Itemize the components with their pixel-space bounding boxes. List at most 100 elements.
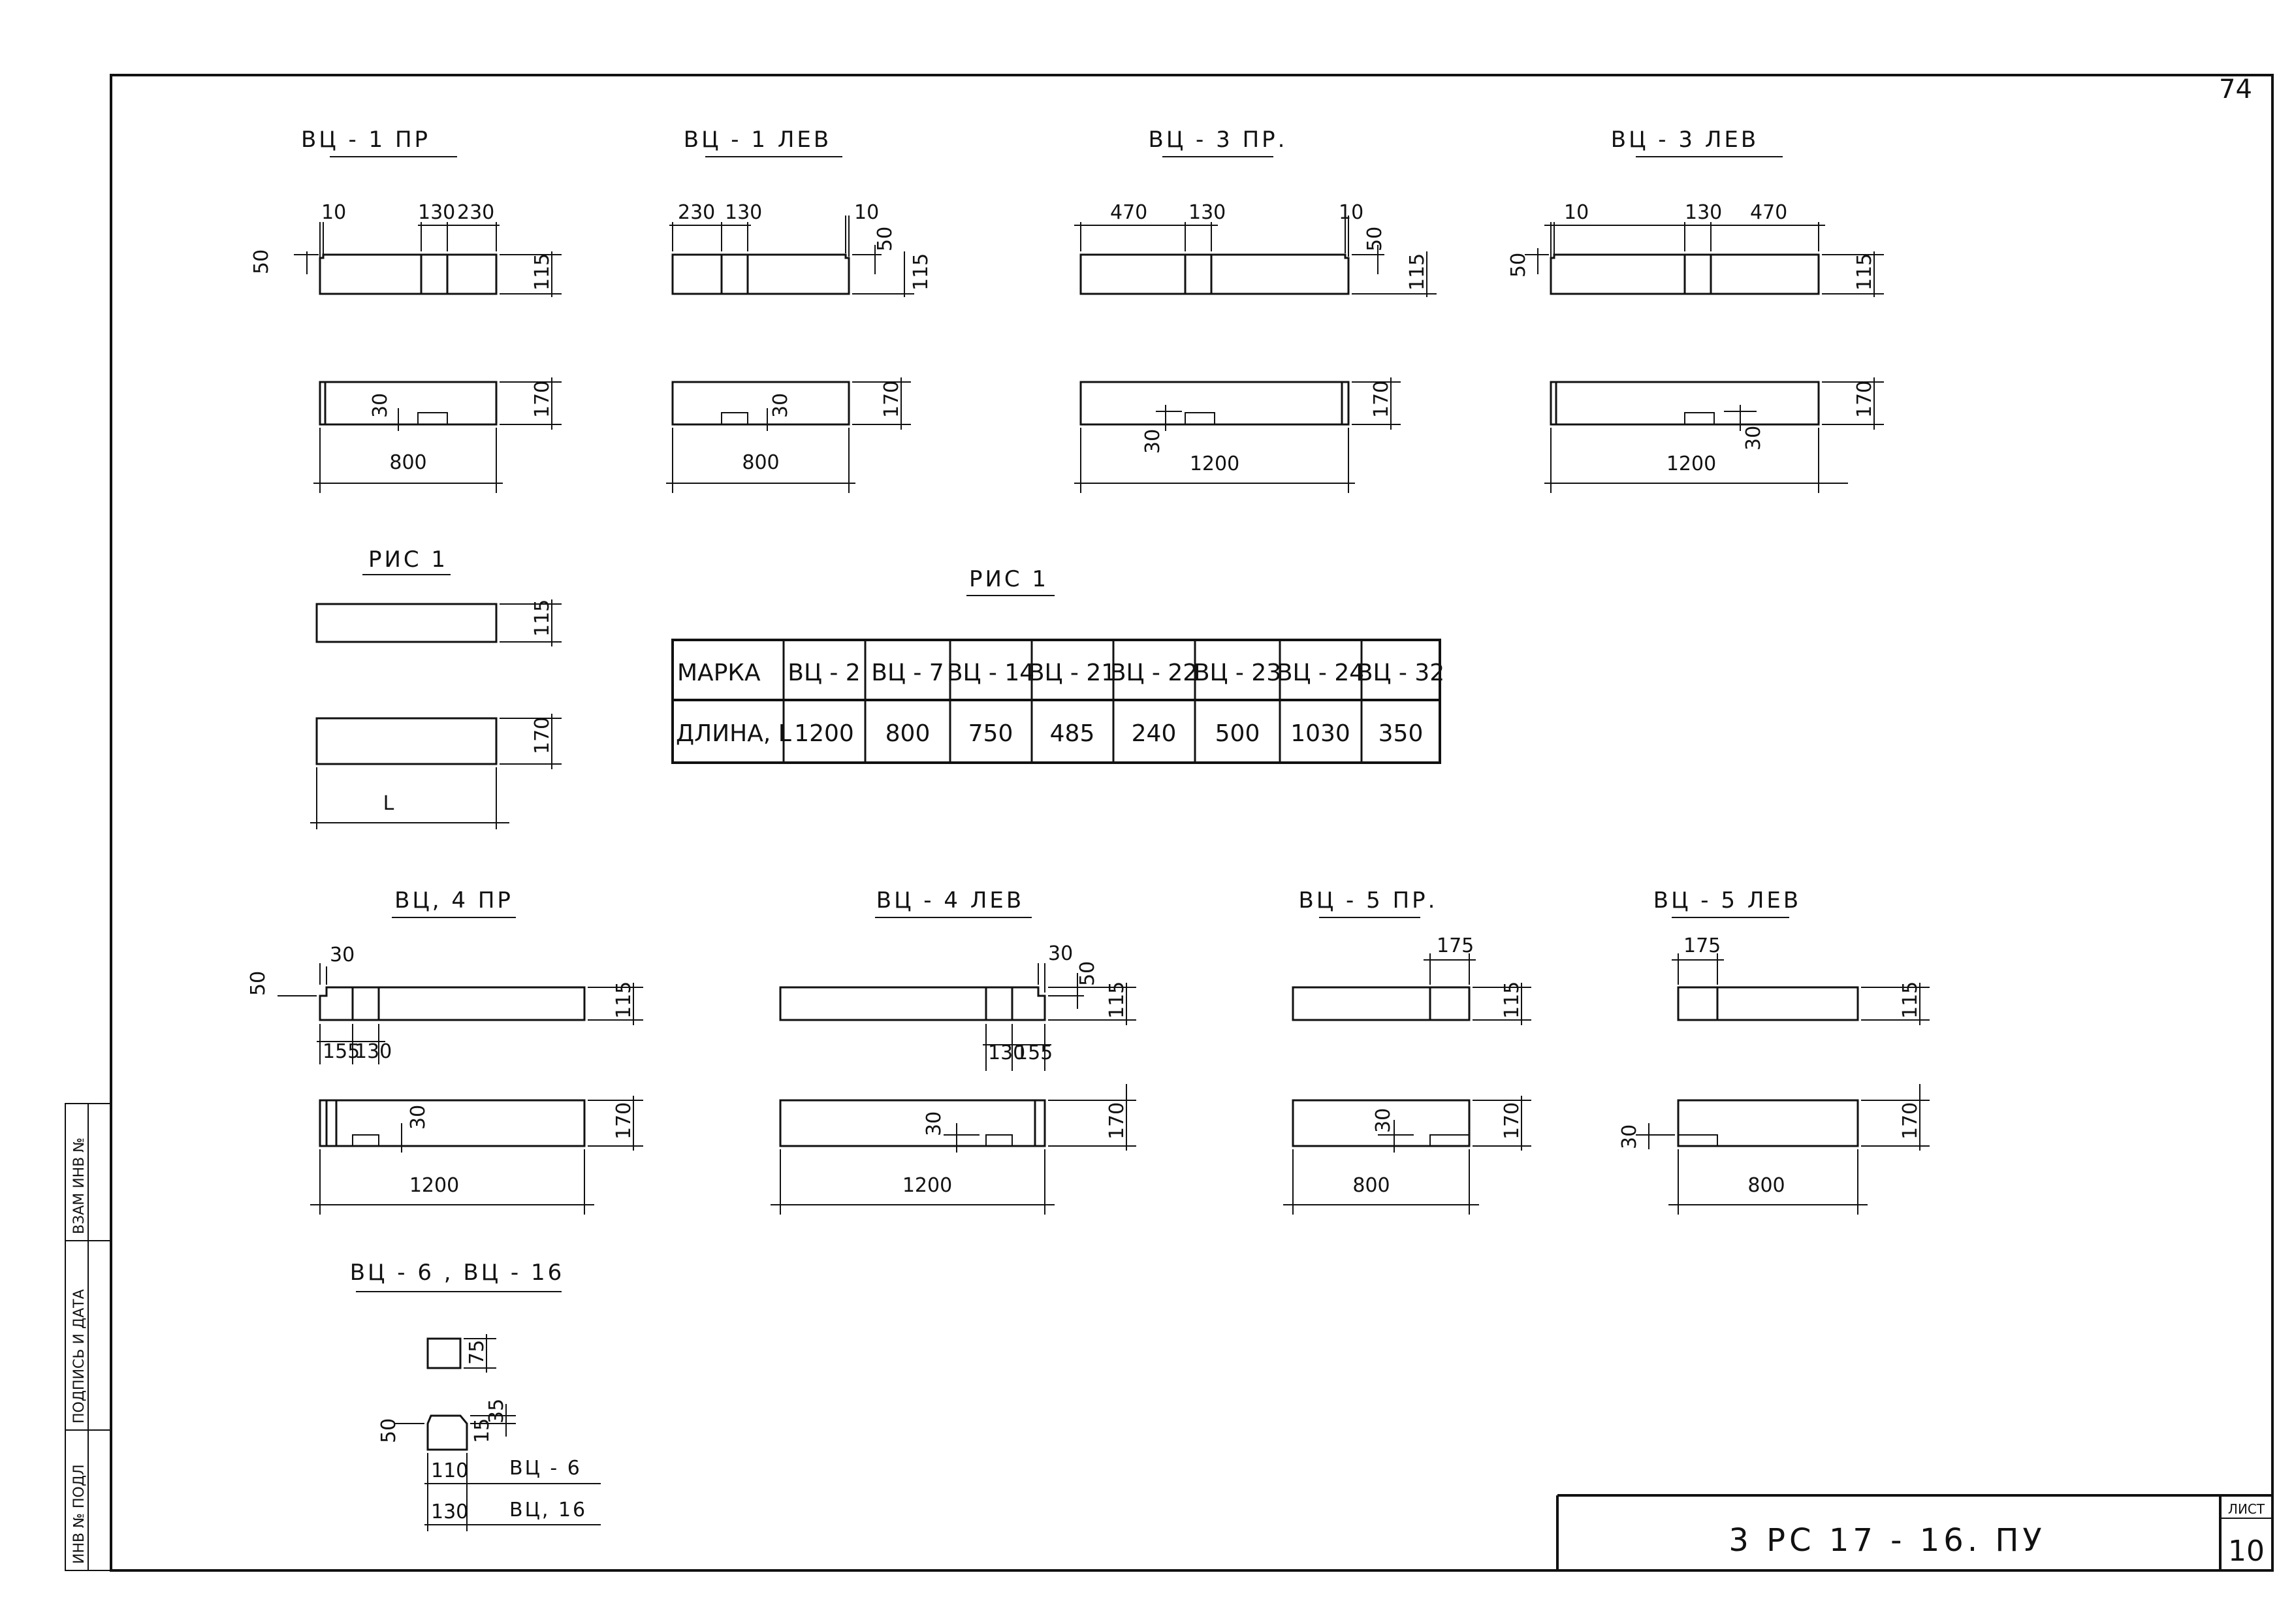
length-cell: 800 (885, 720, 931, 747)
elevation-outline (315, 603, 498, 643)
dim-width: 170 (1501, 1102, 1523, 1139)
dim-depth: 50 (377, 1418, 400, 1443)
dim-depth: 50 (874, 227, 897, 251)
part-vc3-lev: ВЦ - 3 ЛЕВ 10 130 470 50 115 30 170 12 (1507, 127, 1884, 493)
dim-a: 155 (323, 1040, 360, 1063)
dim-width: 170 (1370, 381, 1393, 418)
dim-cut: 30 (1141, 429, 1164, 454)
dim-height: 115 (531, 253, 554, 291)
dim-cut: 30 (769, 393, 792, 418)
dim-notch: 10 (854, 201, 879, 224)
dim-length: L (383, 792, 394, 815)
label-vc6: ВЦ - 6 (509, 1457, 582, 1480)
stamp-signature-date: ПОДПИСЬ И ДАТА (71, 1289, 88, 1424)
dim-width: 170 (1106, 1102, 1128, 1139)
plan-outline (319, 381, 498, 426)
plan-outline (671, 381, 850, 426)
dim-length: 800 (1352, 1174, 1390, 1197)
dim-b: 230 (457, 201, 494, 224)
part-title: ВЦ, 4 ПР (394, 887, 513, 914)
dim-b: 470 (1750, 201, 1787, 224)
table-caption: РИС 1 (969, 566, 1049, 592)
dim-b: 155 (1015, 1042, 1053, 1064)
elevation-outline (319, 253, 498, 295)
part-vc1-lev: ВЦ - 1 ЛЕВ 230 130 10 50 115 30 170 800 (666, 127, 932, 493)
stamp-inv-orig: ИНВ № ПОДЛ (71, 1464, 88, 1564)
row-header-length: ДЛИНА, L (676, 720, 791, 747)
dim-length: 1200 (902, 1174, 952, 1197)
dim-a: 175 (1437, 934, 1474, 957)
section-square (426, 1337, 462, 1369)
elevation-outline (1292, 986, 1471, 1021)
dim-notch: 30 (1048, 942, 1073, 965)
part-vc4-lev: ВЦ - 4 ЛЕВ 30 50 130 155 115 30 170 12 (771, 887, 1136, 1215)
length-cell: 750 (968, 720, 1013, 747)
part-vc6-vc16: ВЦ - 6 , ВЦ - 16 75 50 15 35 110 130 ВЦ … (350, 1260, 601, 1531)
plan-outline (319, 1099, 586, 1147)
mark-cell: ВЦ - 21 (1028, 660, 1116, 686)
part-vc1-pr: ВЦ - 1 ПР 10 130 230 50 115 30 170 (250, 127, 562, 493)
dim-depth: 50 (250, 249, 273, 274)
dim-length: 1200 (1666, 453, 1716, 475)
dim-cut: 30 (1372, 1108, 1395, 1133)
part-title: ВЦ - 5 ЛЕВ (1653, 887, 1801, 914)
length-cell: 240 (1132, 720, 1177, 747)
dim-b: 130 (1188, 201, 1226, 224)
part-title: ВЦ - 5 ПР. (1299, 887, 1438, 914)
plan-outline (1677, 1099, 1859, 1147)
dim-35: 35 (485, 1399, 508, 1424)
length-cell: 1200 (794, 720, 854, 747)
dim-notch: 10 (321, 201, 346, 224)
dim-height: 115 (531, 599, 554, 637)
dim-a: 230 (678, 201, 715, 224)
dim-cut: 30 (369, 393, 392, 418)
part-vc4-pr: ВЦ, 4 ПР 30 50 155 130 115 30 170 1200 (247, 887, 643, 1215)
dim-width: 170 (1853, 381, 1876, 418)
length-cell: 1030 (1290, 720, 1350, 747)
elevation-outline (1079, 253, 1350, 295)
page-number: 74 (2219, 74, 2252, 104)
dim-130: 130 (431, 1501, 468, 1523)
dim-length: 1200 (409, 1174, 459, 1197)
dim-depth: 50 (247, 971, 270, 996)
length-cell: 350 (1378, 720, 1424, 747)
side-stamp: ИНВ № ПОДЛ ПОДПИСЬ И ДАТА ВЗАМ ИНВ № (65, 1103, 112, 1571)
mark-cell: ВЦ - 23 (1194, 660, 1281, 686)
row-header-mark: МАРКА (677, 660, 761, 686)
part-title: ВЦ - 1 ПР (301, 127, 430, 153)
dim-a: 130 (418, 201, 455, 224)
part-title: ВЦ - 6 , ВЦ - 16 (350, 1260, 565, 1286)
dim-depth: 50 (1076, 961, 1099, 986)
dim-110: 110 (431, 1459, 468, 1482)
dim-width: 170 (880, 381, 903, 418)
sheet-label: ЛИСТ (2228, 1501, 2265, 1517)
stamp-inv-replace: ВЗАМ ИНВ № (71, 1138, 88, 1234)
part-title: ВЦ - 4 ЛЕВ (876, 887, 1024, 914)
dim-width: 170 (613, 1102, 635, 1139)
dim-height: 115 (1853, 253, 1876, 291)
sheet-frame (110, 74, 2274, 1572)
figure-ris1: РИС 1 115 170 L (310, 547, 562, 829)
part-vc5-lev: ВЦ - 5 ЛЕВ 175 115 30 170 800 (1618, 887, 1930, 1215)
dim-height: 115 (1406, 253, 1429, 291)
mark-cell: ВЦ - 7 (871, 660, 944, 686)
mark-cell: ВЦ - 2 (788, 660, 860, 686)
dim-length: 800 (1747, 1174, 1785, 1197)
elevation-outline (1550, 253, 1820, 295)
dim-height: 115 (910, 253, 932, 291)
dim-cut: 30 (1742, 426, 1765, 451)
length-cell: 500 (1215, 720, 1260, 747)
dim-b: 130 (725, 201, 762, 224)
figure-title: РИС 1 (368, 547, 448, 573)
dim-a: 130 (988, 1042, 1025, 1064)
dim-a: 130 (1685, 201, 1722, 224)
dim-a: 175 (1683, 934, 1721, 957)
dim-b: 130 (355, 1040, 392, 1063)
dim-length: 1200 (1190, 453, 1239, 475)
length-cell: 485 (1050, 720, 1095, 747)
dim-width: 170 (531, 717, 554, 754)
dim-a: 470 (1110, 201, 1147, 224)
dim-width: 170 (531, 381, 554, 418)
part-title: ВЦ - 3 ЛЕВ (1611, 127, 1759, 153)
part-vc5-pr: ВЦ - 5 ПР. 175 115 30 170 800 (1283, 887, 1531, 1215)
